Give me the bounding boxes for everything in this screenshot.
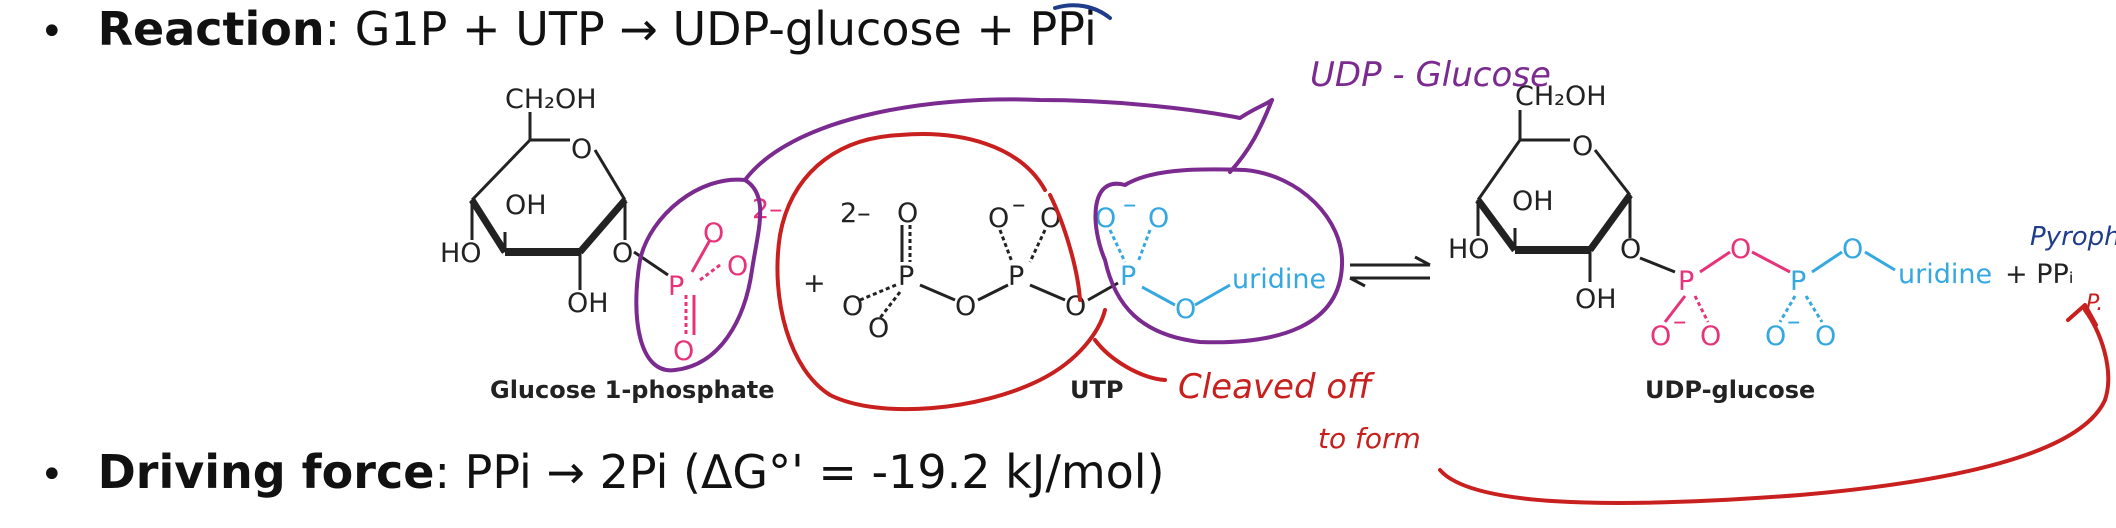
udpglc-phosphorus: P [1678, 266, 1694, 297]
bullet-dot: • [40, 9, 64, 55]
glucose-1-phosphate-structure: CH₂OH O OH HO OH O P O O O 2 [440, 84, 783, 404]
g1p-phosphate-oxygen: O [703, 218, 724, 249]
udpglc-phosphate-oxygen: O [1700, 321, 1721, 352]
udpglc-caption: UDP-glucose [1645, 376, 1815, 404]
purple-loop-utp-uridine [1093, 167, 1345, 345]
g1p-phosphate-bonds [684, 239, 721, 335]
utp-oxygen: O [868, 313, 889, 344]
annotation-udp-glucose: UDP - Glucose [1310, 55, 1551, 95]
blue-arrow-stroke [1053, 3, 1112, 20]
ppi-product: + PPᵢ [2005, 259, 2074, 290]
purple-arc-udp-glucose [743, 97, 1274, 182]
utp-phosphorus: P [1008, 261, 1024, 292]
udpglc-pink-bonds [1663, 250, 1791, 323]
handwritten-ink [634, 3, 2111, 505]
utp-oxygen: O [897, 198, 918, 229]
utp-minus-blue: – [1123, 189, 1137, 220]
g1p-phosphorus: P [668, 271, 684, 302]
udpglc-beta-phosphorus: P [1790, 266, 1806, 297]
udpglc-ring [1475, 110, 1676, 282]
udpglc-ho-label: HO [1448, 234, 1490, 265]
g1p-oh-bottom-label: OH [567, 288, 609, 319]
utp-alpha-phosphorus: P [1120, 261, 1136, 292]
g1p-phosphate-oxygen: O [673, 336, 694, 367]
udpglc-oh-bottom-label: OH [1575, 284, 1617, 315]
utp-alpha-bonds [1108, 229, 1231, 307]
utp-charge: 2– [840, 198, 871, 229]
udpglc-minus-blue: – [1787, 306, 1801, 337]
utp-oxygen: O [1065, 291, 1086, 322]
utp-caption: UTP [1070, 376, 1123, 404]
g1p-ring [469, 112, 669, 290]
red-long-arrow-to-ppi [1438, 308, 2111, 505]
red-arrowhead [2066, 303, 2098, 327]
udpglc-beta-oxygen: O [1765, 321, 1786, 352]
utp-oxygen: O [988, 203, 1009, 234]
g1p-anomeric-oxygen: O [612, 238, 633, 269]
udpglc-uridine-label: uridine [1898, 259, 1992, 290]
reaction-text: : G1P + UTP → UDP-glucose + PPi [324, 2, 1097, 56]
utp-oxygen: O [1040, 203, 1061, 234]
udp-glucose-structure: CH₂OH O OH HO OH O P O O – O [1448, 81, 2074, 404]
utp-gamma-oxygen: O [1148, 203, 1169, 234]
utp-oxygen: O [842, 291, 863, 322]
udpglc-anomeric-oxygen: O [1620, 234, 1641, 265]
utp-oxygen: O [955, 291, 976, 322]
utp-structure: 2– O O – O P P O O O O O – O P O [840, 189, 1326, 404]
g1p-ch2oh-label: CH₂OH [505, 84, 597, 115]
utp-gamma-oxygen: O [1095, 203, 1116, 234]
reaction-bullet: • Reaction : G1P + UTP → UDP-glucose + P… [40, 2, 1097, 56]
annotation-p-tail: P. [2086, 291, 2103, 316]
udpglc-beta-oxygen: O [1815, 321, 1836, 352]
utp-minus: – [1012, 189, 1026, 220]
udpglc-oh-label: OH [1512, 186, 1554, 217]
purple-loop-g1p-phosphate [634, 177, 763, 373]
red-arrow-to-cleaved [1093, 338, 1167, 382]
annotation-to-form: to form [1318, 422, 1421, 455]
reaction-label: Reaction [97, 2, 325, 56]
utp-phosphorus: P [898, 261, 914, 292]
red-loop-utp-pyrophosphate [775, 132, 1107, 412]
red-cleave-hook [1048, 193, 1082, 302]
udpglc-ch2oh-label: CH₂OH [1515, 81, 1607, 112]
udpglc-phosphate-oxygen: O [1650, 321, 1671, 352]
udpglc-bridge-oxygen: O [1730, 234, 1751, 265]
utp-alpha-oxygen: O [1175, 294, 1196, 325]
g1p-oh-label: OH [505, 190, 547, 221]
udpglc-bridge-oxygen-blue: O [1842, 234, 1863, 265]
udpglc-blue-bonds [1778, 250, 1896, 323]
driving-force-label: Driving force [97, 445, 435, 499]
utp-uridine-label: uridine [1232, 264, 1326, 295]
annotation-pyrophosphate: Pyropho [2030, 222, 2116, 252]
utp-bonds [859, 225, 1119, 319]
equilibrium-arrows [1349, 255, 1431, 288]
driving-force-bullet: • Driving force : PPi → 2Pi (ΔG°' = -19.… [40, 445, 1165, 499]
driving-force-text: : PPi → 2Pi (ΔG°' = -19.2 kJ/mol) [434, 445, 1165, 499]
plus-sign: + [803, 268, 826, 299]
bullet-dot: • [40, 452, 64, 498]
g1p-ring-oxygen: O [571, 134, 592, 165]
annotation-cleaved-off: Cleaved off [1178, 367, 1375, 407]
g1p-phosphate-oxygen: O [727, 251, 748, 282]
g1p-caption: Glucose 1-phosphate [490, 376, 775, 404]
udpglc-minus: – [1673, 306, 1687, 337]
udpglc-ring-oxygen: O [1572, 131, 1593, 162]
g1p-ho-label: HO [440, 238, 482, 269]
purple-arc-tail [1228, 98, 1274, 174]
